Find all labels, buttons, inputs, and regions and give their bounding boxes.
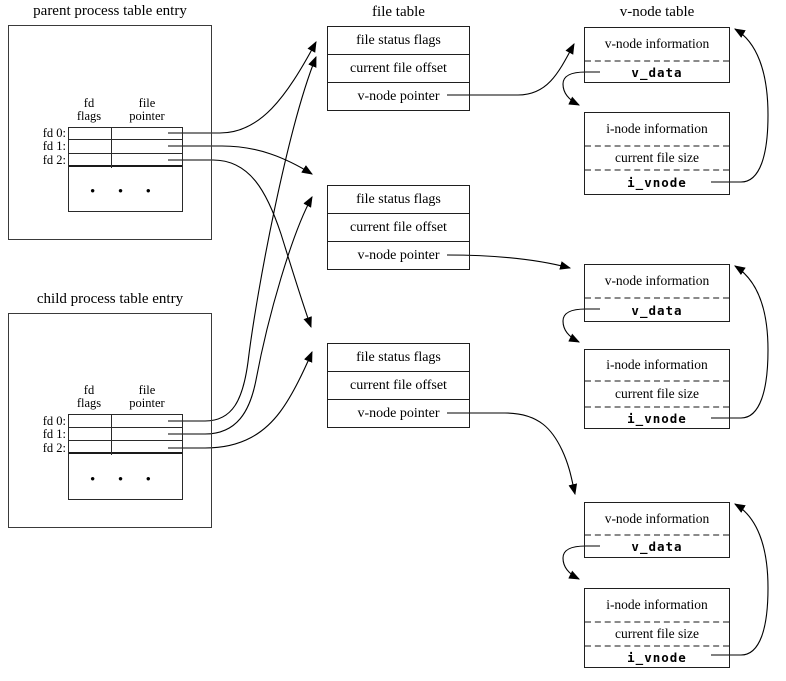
arrow-parent-fd2-to-file-table-3 (168, 159, 312, 329)
parent-process-box (8, 25, 212, 240)
arrow-child-fd0-to-file-table-1 (168, 55, 317, 422)
inode-box-2: i-node information current file size i_v… (584, 349, 730, 429)
inode-box-1: i-node information current file size i_v… (584, 112, 730, 195)
vnode-box-3: v-node information v_data (584, 502, 730, 558)
vnode-box-1: v-node information v_data (584, 27, 730, 83)
arrow-parent-fd0-to-file-table-1 (168, 41, 317, 134)
parent-process-title: parent process table entry (33, 3, 187, 19)
child-fd2-row (69, 441, 182, 454)
fd-header-line1: fd (83, 383, 95, 397)
fd-header-line1: fd (83, 96, 95, 110)
arrow-file-table-1-vnode-pointer-to-vnode-1 (447, 43, 575, 96)
arrow-file-table-2-vnode-pointer-to-vnode-2 (446, 254, 572, 270)
child-fd0-row (69, 415, 182, 428)
inode-information-cell: i-node information (585, 589, 729, 623)
file-status-flags-cell: file status flags (328, 186, 469, 214)
file-table-2: file status flags current file offset v-… (327, 185, 470, 270)
current-file-offset-cell: current file offset (328, 372, 469, 400)
vnode-table-title: v-node table (619, 4, 695, 20)
ivnode-cell: i_vnode (627, 175, 687, 190)
arrow-ivnode-2-to-vnode-2 (711, 265, 769, 419)
current-file-offset-cell: current file offset (328, 214, 469, 242)
pointer-header-line2: pointer (129, 109, 165, 123)
file-status-flags-cell: file status flags (328, 344, 469, 372)
parent-fd1-label: fd 1: (42, 139, 66, 153)
pointer-header-line1: file (138, 383, 156, 397)
parent-fd-table: • • • (68, 127, 183, 212)
arrow-parent-fd1-to-file-table-2 (168, 145, 313, 175)
child-fd1-row (69, 428, 182, 441)
pointer-header-line1: file (138, 96, 156, 110)
current-file-size-cell: current file size (585, 623, 729, 647)
child-fd-flags-header: fd flags (64, 384, 114, 410)
vnode-pointer-cell: v-node pointer (357, 248, 440, 263)
parent-fd-flags-header: fd flags (64, 97, 114, 123)
child-fd0-label: fd 0: (42, 414, 66, 428)
arrow-ivnode-3-to-vnode-3 (711, 503, 769, 656)
inode-information-cell: i-node information (585, 350, 729, 382)
current-file-size-cell: current file size (585, 382, 729, 408)
parent-fd0-row (69, 128, 182, 140)
file-status-flags-cell: file status flags (328, 27, 469, 55)
child-fd-ellipsis: • • • (90, 471, 161, 486)
vnode-information-cell: v-node information (585, 28, 729, 62)
vdata-cell: v_data (631, 64, 683, 80)
vnode-pointer-cell: v-node pointer (357, 406, 440, 421)
file-table-1: file status flags current file offset v-… (327, 26, 470, 111)
parent-fd1-row (69, 140, 182, 154)
arrow-ivnode-1-to-vnode-1 (711, 28, 769, 183)
child-process-box (8, 313, 212, 528)
inode-box-3: i-node information current file size i_v… (584, 588, 730, 668)
fd-column-divider (111, 415, 112, 455)
vnode-information-cell: v-node information (585, 503, 729, 536)
arrow-file-table-3-vnode-pointer-to-vnode-3 (447, 412, 578, 496)
ivnode-cell: i_vnode (627, 410, 687, 426)
child-fd-table: • • • (68, 414, 183, 500)
arrow-child-fd1-to-file-table-2 (168, 196, 313, 435)
arrow-vdata-2-to-inode-2 (562, 308, 600, 343)
inode-information-cell: i-node information (585, 113, 729, 147)
current-file-offset-cell: current file offset (328, 55, 469, 83)
parent-file-pointer-header: file pointer (122, 97, 172, 123)
child-fd1-label: fd 1: (42, 427, 66, 441)
vdata-cell: v_data (631, 539, 683, 554)
vnode-pointer-cell: v-node pointer (357, 89, 440, 104)
fd-column-divider (111, 128, 112, 168)
child-fd2-label: fd 2: (42, 441, 66, 455)
vdata-cell: v_data (631, 302, 683, 318)
parent-fd-ellipsis: • • • (90, 183, 161, 198)
fd-header-line2: flags (76, 109, 102, 123)
file-table-title: file table (372, 4, 425, 20)
ivnode-cell: i_vnode (627, 649, 687, 665)
fd-header-line2: flags (76, 396, 102, 410)
arrow-vdata-3-to-inode-3 (562, 545, 600, 580)
current-file-size-cell: current file size (585, 147, 729, 171)
file-table-3: file status flags current file offset v-… (327, 343, 470, 428)
vnode-information-cell: v-node information (585, 265, 729, 299)
parent-fd0-label: fd 0: (42, 126, 66, 140)
child-process-title: child process table entry (36, 291, 184, 307)
vnode-box-2: v-node information v_data (584, 264, 730, 322)
arrow-child-fd2-to-file-table-3 (168, 350, 313, 449)
pointer-header-line2: pointer (129, 396, 165, 410)
parent-fd2-label: fd 2: (42, 153, 66, 167)
child-file-pointer-header: file pointer (122, 384, 172, 410)
arrow-vdata-1-to-inode-1 (562, 71, 600, 106)
parent-fd2-row (69, 154, 182, 167)
